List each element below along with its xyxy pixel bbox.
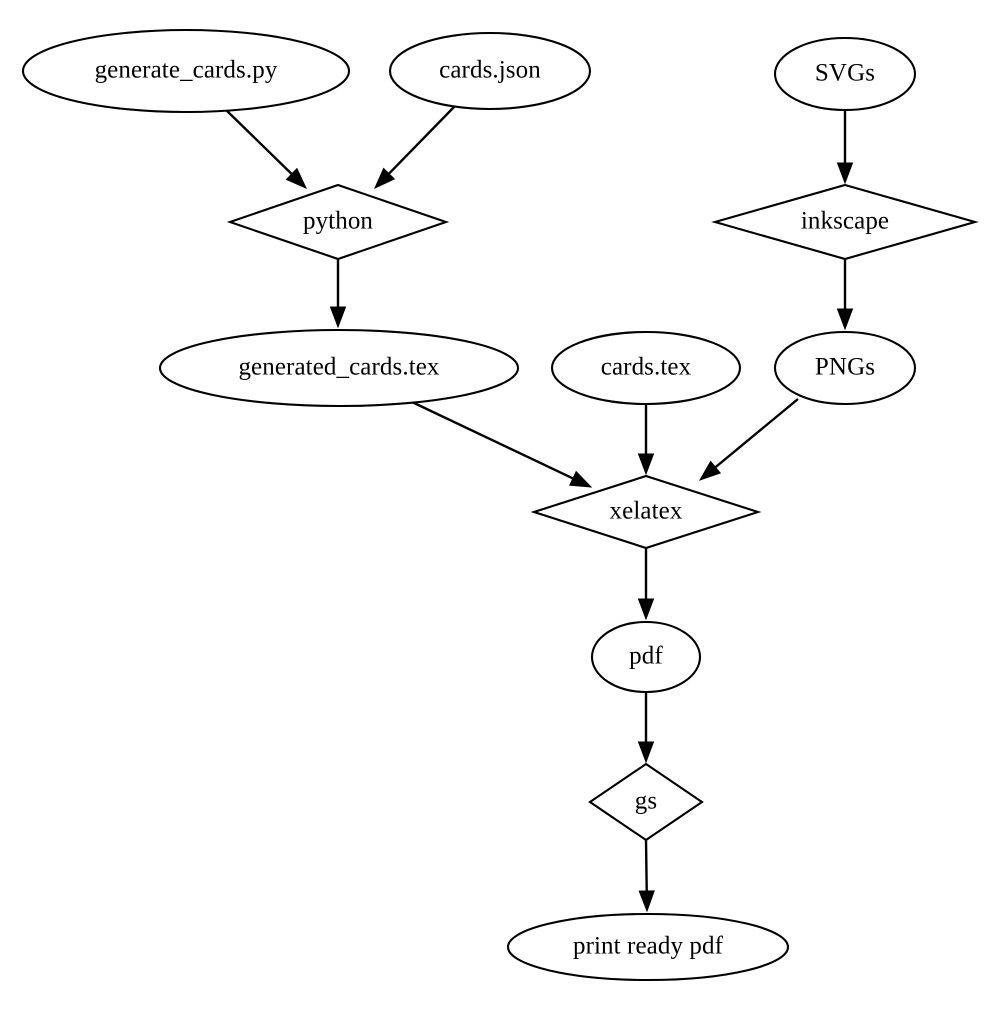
node-label: cards.json: [439, 57, 541, 84]
node-label: inkscape: [801, 208, 889, 235]
node-label: python: [303, 208, 373, 235]
arrowhead-icon: [285, 167, 308, 189]
edge-svgs-to-inkscape: [836, 110, 854, 185]
node-label: cards.tex: [601, 354, 692, 381]
arrowhead-icon: [836, 308, 854, 331]
node-generated-cards-tex[interactable]: generated_cards.tex: [158, 328, 520, 408]
node-python[interactable]: python: [226, 183, 450, 261]
edge-generated-cards-tex-to-xelatex: [411, 400, 593, 488]
arrowhead-icon: [638, 890, 655, 913]
edge-line: [222, 106, 293, 175]
node-label: pdf: [629, 643, 663, 670]
edges-layer: [222, 105, 854, 913]
node-cards-json[interactable]: cards.json: [388, 31, 592, 111]
node-label: generated_cards.tex: [238, 354, 439, 381]
arrowhead-icon: [836, 162, 854, 185]
arrowhead-icon: [329, 306, 347, 329]
node-cards-tex[interactable]: cards.tex: [550, 330, 742, 406]
edge-python-to-generated-cards-tex: [329, 259, 347, 329]
arrowhead-icon: [637, 598, 655, 621]
edge-pngs-to-xelatex: [698, 398, 799, 481]
node-label: xelatex: [610, 498, 683, 525]
edge-line: [644, 839, 648, 892]
node-xelatex[interactable]: xelatex: [530, 474, 762, 550]
edge-line: [714, 398, 799, 469]
diamond-shape[interactable]: [711, 183, 979, 261]
node-generate-cards-py[interactable]: generate_cards.py: [21, 28, 351, 114]
arrowhead-icon: [637, 453, 655, 476]
arrowhead-icon: [568, 470, 593, 488]
node-label: print ready pdf: [573, 933, 724, 960]
ellipse-shape[interactable]: [388, 31, 592, 111]
arrowhead-icon: [637, 741, 655, 764]
node-label: gs: [635, 788, 657, 815]
node-inkscape[interactable]: inkscape: [711, 183, 979, 261]
edge-line: [388, 105, 456, 175]
edge-xelatex-to-pdf: [637, 548, 655, 621]
edge-line: [411, 400, 574, 480]
edge-generate-cards-py-to-python: [222, 106, 308, 189]
node-print-ready-pdf[interactable]: print ready pdf: [506, 912, 790, 982]
edge-pdf-to-gs: [637, 692, 655, 764]
arrowhead-icon: [698, 460, 722, 481]
ellipse-shape[interactable]: [773, 36, 917, 112]
ellipse-shape[interactable]: [506, 912, 790, 982]
ellipse-shape[interactable]: [550, 330, 742, 406]
node-label: generate_cards.py: [95, 57, 278, 84]
diamond-shape[interactable]: [226, 183, 450, 261]
ellipse-shape[interactable]: [590, 620, 702, 694]
node-pdf[interactable]: pdf: [590, 620, 702, 694]
edge-cards-json-to-python: [374, 105, 456, 190]
diamond-shape[interactable]: [530, 474, 762, 550]
ellipse-shape[interactable]: [773, 330, 917, 406]
arrowhead-icon: [374, 167, 396, 190]
node-svgs[interactable]: SVGs: [773, 36, 917, 112]
node-label: SVGs: [815, 60, 875, 87]
ellipse-shape[interactable]: [158, 328, 520, 408]
ellipse-shape[interactable]: [21, 28, 351, 114]
diamond-shape[interactable]: [588, 762, 704, 842]
edge-cards-tex-to-xelatex: [637, 404, 655, 476]
edge-gs-to-print-ready-pdf: [638, 839, 655, 913]
node-pngs[interactable]: PNGs: [773, 330, 917, 406]
node-label: PNGs: [815, 354, 875, 381]
nodes-layer: generate_cards.py cards.json SVGs python ink…: [21, 28, 979, 982]
node-gs[interactable]: gs: [588, 762, 704, 842]
edge-inkscape-to-pngs: [836, 259, 854, 331]
